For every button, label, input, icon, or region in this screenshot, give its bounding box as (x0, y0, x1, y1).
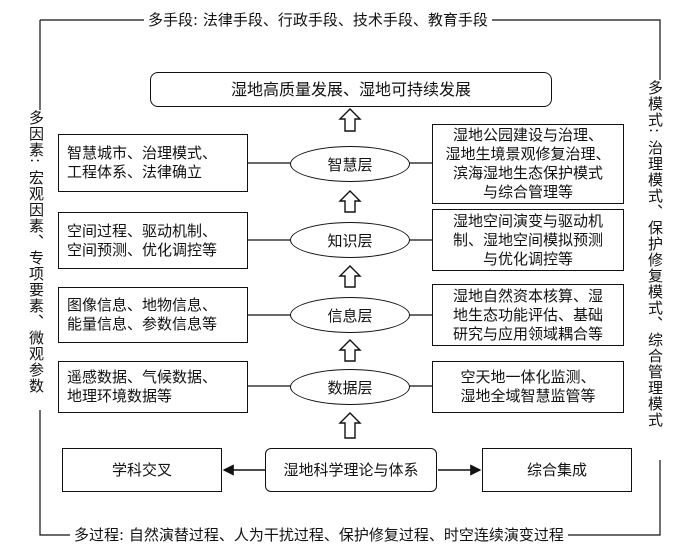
up-arrow-5 (338, 412, 362, 439)
knowledge-right-line-3: 与优化调控等 (482, 249, 573, 268)
up-arrow-1 (338, 108, 362, 132)
knowledge-right-line-1: 湿地空间演变与驱动机 (452, 211, 603, 230)
data-left-box: 遥感数据、气候数据、 地理环境数据等 (58, 361, 248, 413)
smart-left-line-1: 智慧城市、治理模式、 (67, 144, 218, 162)
knowledge-right-box: 湿地空间演变与驱动机 制、湿地空间模拟预测 与优化调控等 (432, 209, 624, 271)
data-layer-label: 数据层 (327, 378, 373, 397)
knowledge-left-line-2: 空间预测、优化调控等 (67, 240, 218, 259)
smart-right-line-2: 湿地生境景观修复治理、 (445, 145, 611, 163)
smart-right-line-4: 与综合管理等 (482, 183, 573, 201)
interdisciplinary-label: 学科交叉 (111, 460, 172, 479)
knowledge-layer-label: 知识层 (327, 231, 373, 250)
knowledge-layer-oval: 知识层 (290, 222, 410, 258)
info-right-line-3: 研究与应用领域耦合等 (452, 324, 603, 343)
smart-left-box: 智慧城市、治理模式、 工程体系、法律确立 (58, 134, 248, 192)
smart-layer-label: 智慧层 (327, 155, 373, 174)
integration-box: 综合集成 (482, 448, 632, 492)
smart-right-line-3: 滨海湿地生态保护模式 (452, 164, 603, 182)
interdisciplinary-box: 学科交叉 (62, 448, 222, 492)
knowledge-left-box: 空间过程、驱动机制、 空间预测、优化调控等 (58, 212, 248, 269)
data-left-line-1: 遥感数据、气候数据、 (67, 368, 218, 386)
smart-layer-oval: 智慧层 (290, 146, 410, 182)
goal-text: 湿地高质量发展、湿地可持续发展 (230, 80, 471, 99)
data-left-line-2: 地理环境数据等 (67, 387, 173, 405)
theory-system-box: 湿地科学理论与体系 (265, 448, 437, 492)
theory-system-label: 湿地科学理论与体系 (283, 460, 419, 479)
frame-top-label: 多手段: 法律手段、行政手段、技术手段、教育手段 (144, 9, 492, 30)
info-left-line-2: 能量信息、参数信息等 (67, 315, 218, 333)
info-right-box: 湿地自然资本核算、湿 地生态功能评估、基础 研究与应用领域耦合等 (432, 284, 624, 346)
up-arrow-2 (338, 190, 362, 213)
data-layer-oval: 数据层 (290, 369, 410, 405)
data-right-line-1: 空天地一体化监测、 (460, 368, 596, 386)
info-layer-oval: 信息层 (290, 297, 410, 333)
info-right-line-1: 湿地自然资本核算、湿 (452, 286, 603, 305)
data-right-line-2: 湿地全域智慧监管等 (460, 387, 596, 405)
smart-left-line-2: 工程体系、法律确立 (67, 163, 203, 181)
info-right-line-2: 地生态功能评估、基础 (452, 305, 603, 324)
frame-left-label: 多因素: 宏观因素、专项要素、微观参数 (27, 110, 45, 410)
frame-right-label: 多模式: 治理模式、保护修复模式、综合管理模式 (646, 80, 664, 460)
integration-label: 综合集成 (526, 460, 587, 479)
frame-bottom-label: 多过程: 自然演替过程、人为干扰过程、保护修复过程、时空连续演变过程 (70, 524, 568, 545)
data-right-box: 空天地一体化监测、 湿地全域智慧监管等 (432, 361, 624, 413)
up-arrow-3 (338, 265, 362, 288)
knowledge-right-line-2: 制、湿地空间模拟预测 (452, 230, 603, 249)
info-left-line-1: 图像信息、地物信息、 (67, 296, 218, 314)
info-left-box: 图像信息、地物信息、 能量信息、参数信息等 (58, 287, 248, 343)
smart-right-line-1: 湿地公园建设与治理、 (452, 126, 603, 144)
info-layer-label: 信息层 (327, 306, 373, 325)
goal-box: 湿地高质量发展、湿地可持续发展 (150, 72, 552, 107)
up-arrow-4 (338, 339, 362, 362)
knowledge-left-line-1: 空间过程、驱动机制、 (67, 221, 218, 240)
smart-right-box: 湿地公园建设与治理、 湿地生境景观修复治理、 滨海湿地生态保护模式 与综合管理等 (432, 124, 624, 204)
